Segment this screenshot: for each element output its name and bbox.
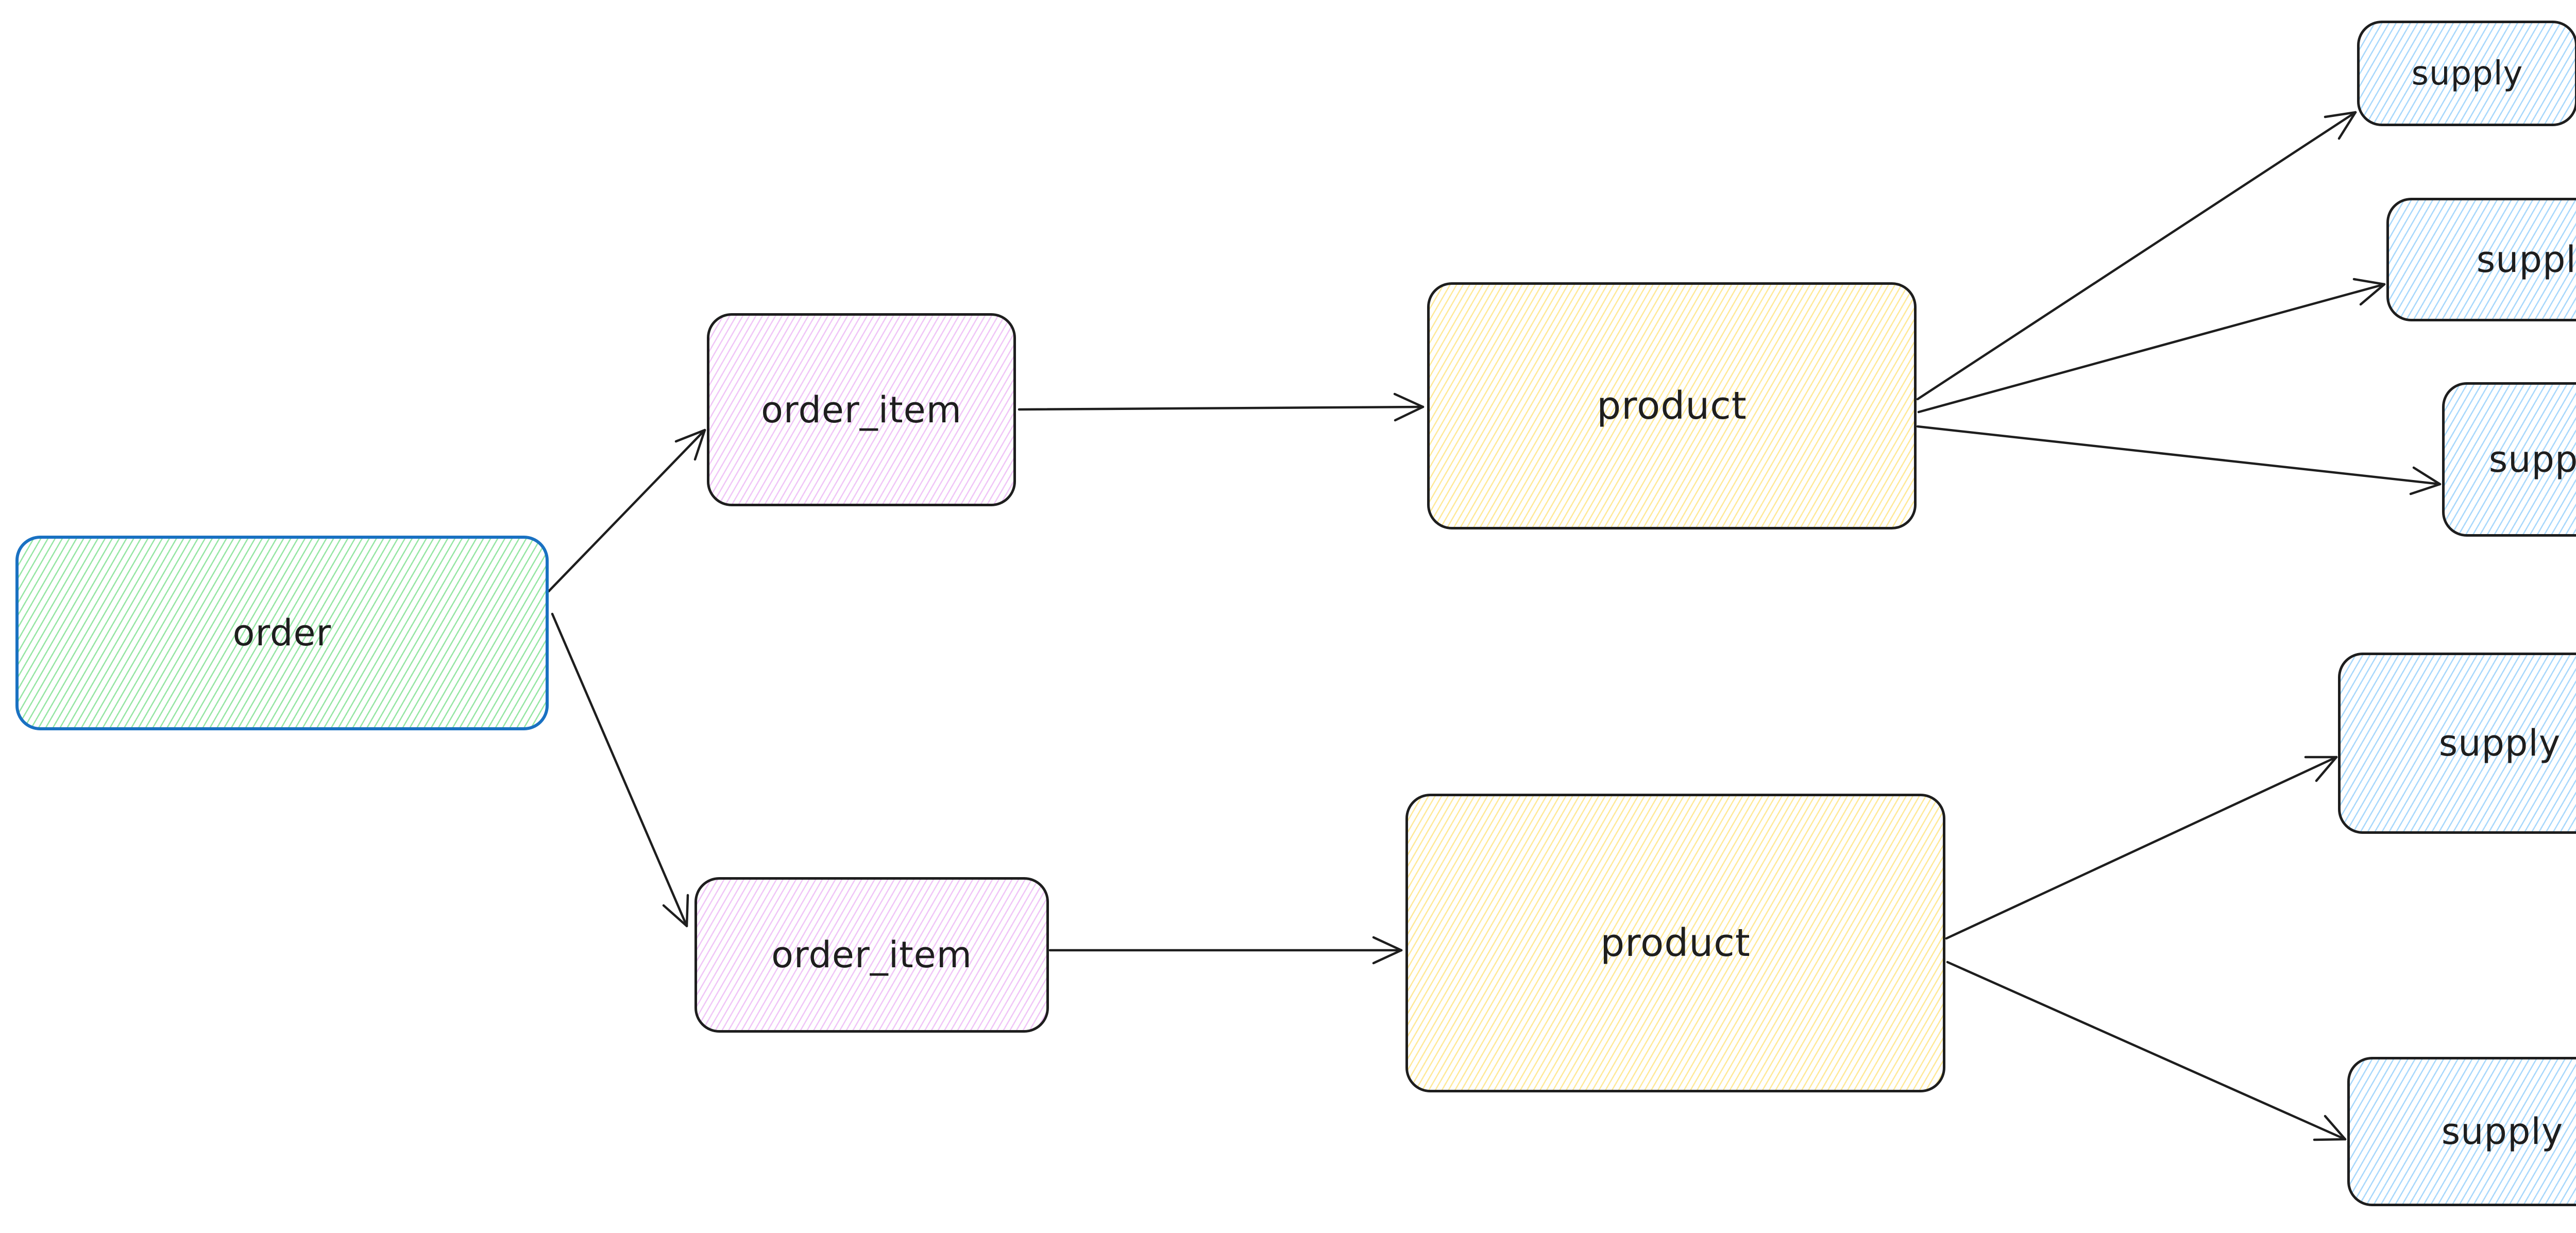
node-product-1[interactable]: product (1427, 282, 1917, 529)
node-product-1-label: product (1597, 384, 1747, 428)
node-order-item-1[interactable]: order_item (707, 313, 1016, 506)
node-supply-1[interactable]: supply (2357, 21, 2576, 126)
node-supply-3[interactable]: supply (2442, 382, 2576, 537)
arrow-order-item-2-to-product-2[interactable] (1048, 936, 1403, 965)
arrow-product-1-to-supply-2[interactable] (1917, 278, 2386, 414)
node-product-2[interactable]: product (1405, 794, 1945, 1092)
node-supply-4[interactable]: supply (2338, 653, 2576, 834)
arrow-order-to-order-item-2[interactable] (551, 612, 689, 928)
node-supply-2[interactable]: supply (2386, 198, 2576, 321)
node-supply-3-label: supply (2488, 438, 2576, 481)
arrow-order-item-1-to-product-1[interactable] (1018, 392, 1425, 422)
node-order-item-1-label: order_item (761, 388, 962, 431)
arrow-product-2-to-supply-5[interactable] (1946, 961, 2347, 1141)
node-supply-5-label: supply (2441, 1110, 2564, 1153)
arrow-order-to-order-item-1[interactable] (547, 429, 706, 593)
arrow-product-2-to-supply-4[interactable] (1945, 756, 2338, 940)
arrow-product-1-to-supply-3[interactable] (1916, 425, 2442, 495)
arrow-product-1-to-supply-1[interactable] (1916, 111, 2357, 401)
node-supply-2-label: supply (2476, 238, 2576, 281)
node-order-item-2[interactable]: order_item (694, 877, 1049, 1033)
node-supply-5[interactable]: supply (2347, 1057, 2576, 1206)
node-supply-1-label: supply (2411, 54, 2523, 93)
node-order-label: order (232, 612, 332, 654)
node-order-item-2-label: order_item (771, 934, 972, 976)
node-supply-4-label: supply (2438, 722, 2561, 764)
node-order[interactable]: order (15, 536, 549, 730)
node-product-2-label: product (1600, 921, 1751, 965)
